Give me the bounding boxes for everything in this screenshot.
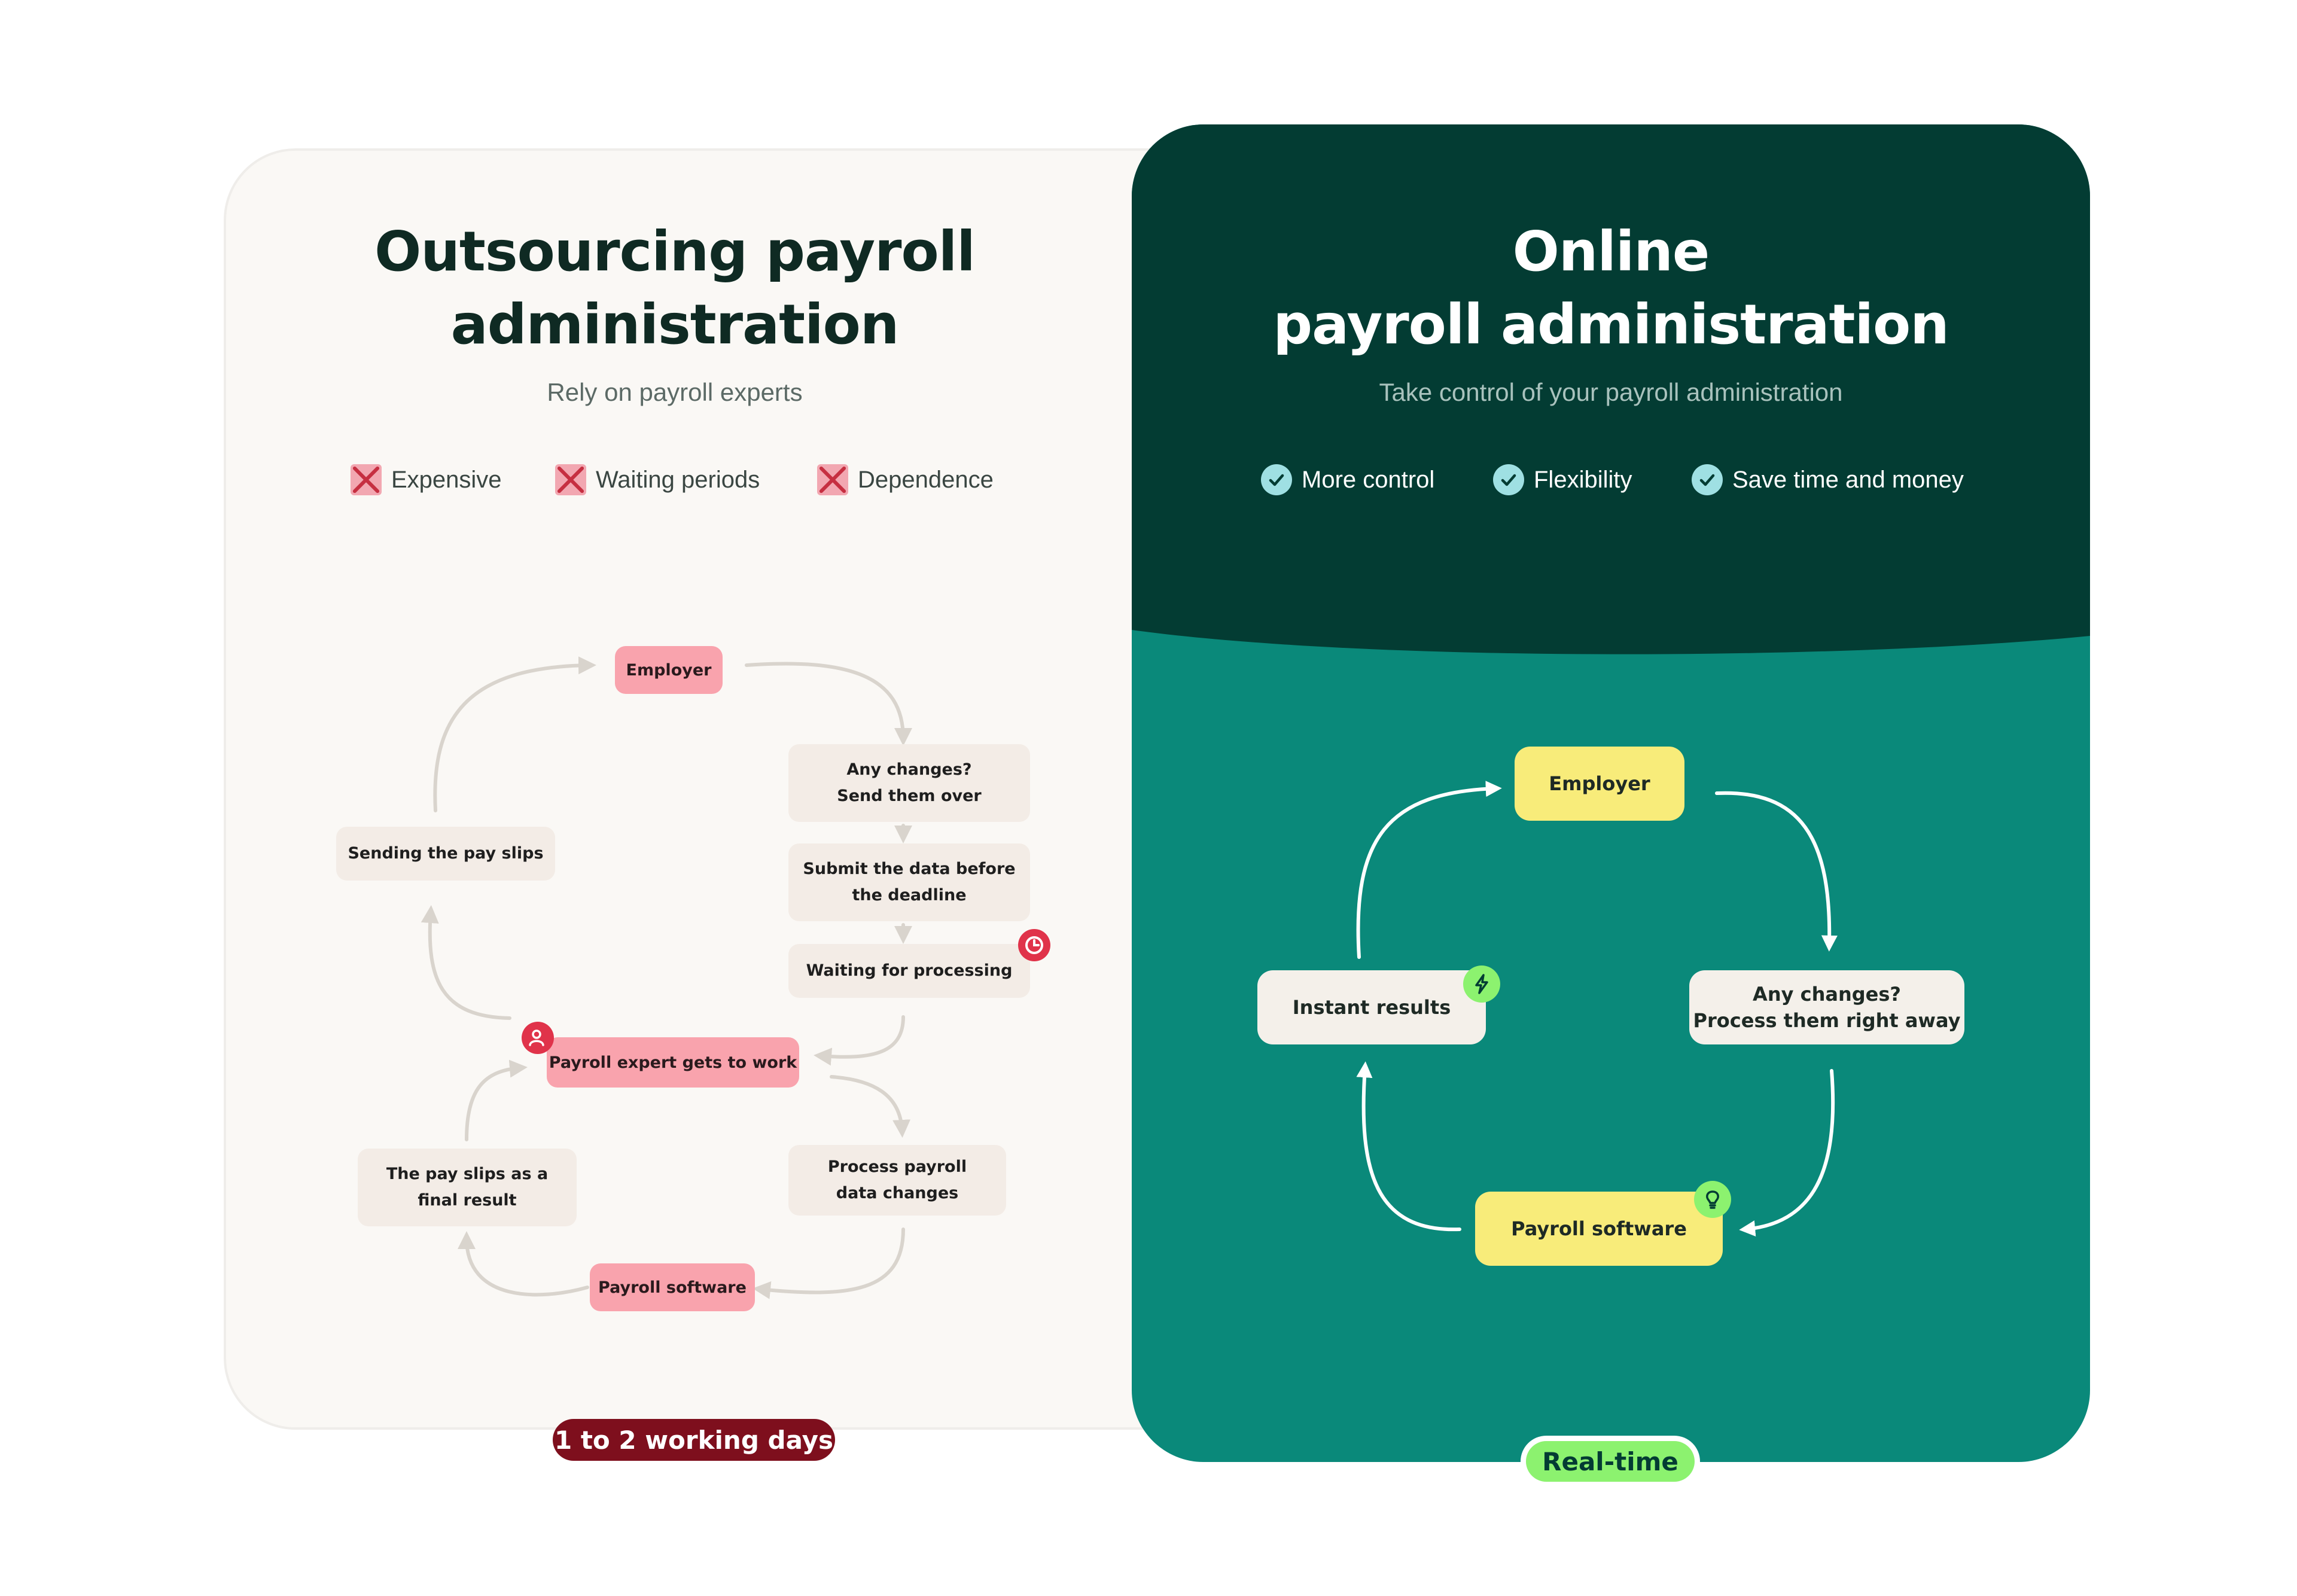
node-pay-slips-result: The pay slips as a final result bbox=[358, 1149, 577, 1226]
lightning-icon bbox=[1463, 965, 1500, 1003]
arrow-expert-to-process bbox=[830, 1075, 911, 1138]
arrow-employer-to-changes bbox=[1715, 791, 1838, 952]
arrow-payslips-to-expert bbox=[465, 1059, 528, 1141]
arrow-software-to-instant bbox=[1356, 1061, 1461, 1232]
arrow-instant-to-employer bbox=[1356, 781, 1502, 959]
arrow-expert-to-sending bbox=[421, 905, 511, 1020]
online-title: Online payroll administration bbox=[1132, 215, 2090, 361]
node-payroll-software-online: Payroll software bbox=[1475, 1192, 1723, 1266]
x-icon bbox=[351, 464, 382, 495]
check-icon bbox=[1261, 464, 1292, 495]
node-waiting-processing: Waiting for processing bbox=[788, 944, 1030, 998]
x-icon bbox=[817, 464, 848, 495]
feature-waiting-periods: Waiting periods bbox=[555, 464, 760, 495]
node-any-changes: Any changes? Send them over bbox=[788, 744, 1030, 822]
timing-badge-online-outline: Real-time bbox=[1521, 1436, 1700, 1487]
timing-badge-outsourcing: 1 to 2 working days bbox=[553, 1419, 835, 1461]
feature-save-time-money: Save time and money bbox=[1692, 464, 1964, 495]
timing-badge-online: Real-time bbox=[1526, 1441, 1695, 1482]
x-icon bbox=[555, 464, 586, 495]
title-line-2: administration bbox=[450, 293, 900, 357]
online-subtitle: Take control of your payroll administrat… bbox=[1379, 378, 1843, 406]
feature-expensive: Expensive bbox=[351, 464, 502, 495]
arrow-sending-to-employer bbox=[433, 656, 596, 812]
arrow-process-to-software bbox=[753, 1228, 905, 1299]
node-instant-results: Instant results bbox=[1257, 970, 1486, 1044]
person-icon bbox=[522, 1022, 554, 1054]
outsourcing-subtitle: Rely on payroll experts bbox=[547, 378, 803, 406]
node-any-changes-online: Any changes? Process them right away bbox=[1689, 970, 1964, 1044]
node-payroll-software: Payroll software bbox=[590, 1263, 755, 1311]
lightbulb-icon bbox=[1694, 1181, 1731, 1218]
feature-dependence: Dependence bbox=[817, 464, 994, 495]
clock-icon bbox=[1018, 929, 1050, 961]
online-panel-background bbox=[1132, 124, 2090, 654]
arrow-changes-to-software bbox=[1739, 1069, 1835, 1236]
outsourcing-title: Outsourcing payroll administration bbox=[224, 215, 1126, 361]
node-submit-data: Submit the data before the deadline bbox=[788, 843, 1030, 921]
node-employer-online: Employer bbox=[1515, 747, 1684, 821]
node-employer: Employer bbox=[615, 646, 723, 694]
arrow-waiting-to-expert bbox=[814, 1015, 905, 1066]
node-sending-pay-slips: Sending the pay slips bbox=[336, 827, 555, 881]
check-icon bbox=[1493, 464, 1524, 495]
title-line-1: Online bbox=[1512, 220, 1710, 284]
check-icon bbox=[1692, 464, 1723, 495]
title-line-1: Outsourcing payroll bbox=[374, 220, 976, 284]
feature-flexibility: Flexibility bbox=[1493, 464, 1632, 495]
arrow-software-to-payslips bbox=[458, 1231, 589, 1297]
node-payroll-expert: Payroll expert gets to work bbox=[547, 1037, 799, 1088]
arrow-employer-to-changes bbox=[745, 662, 912, 746]
feature-more-control: More control bbox=[1261, 464, 1434, 495]
title-line-2: payroll administration bbox=[1273, 293, 1949, 357]
node-process-payroll: Process payroll data changes bbox=[788, 1145, 1006, 1216]
